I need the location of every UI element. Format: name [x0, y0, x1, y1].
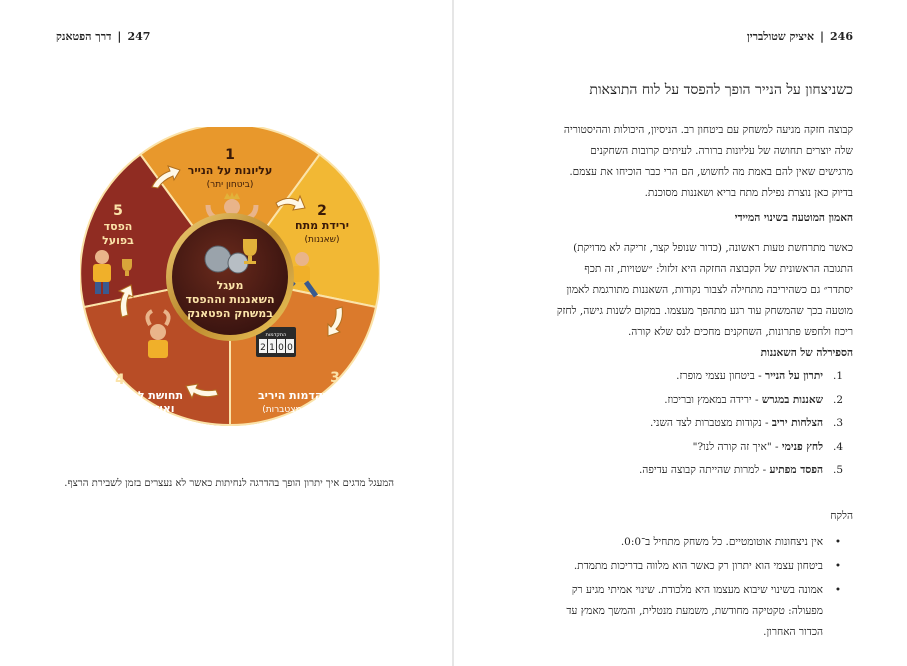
scoreboard-digit: 0: [287, 343, 293, 353]
item-term: הפסד מפתיע: [769, 464, 823, 476]
item-term: שאננות במגרש: [761, 393, 823, 406]
running-head-left: 247 | דרך הפטאנק: [56, 30, 150, 43]
segment-3-title: התקדמות היריב: [258, 389, 338, 402]
lesson-text: אין ניצחונות אוטומטיים. כל משחק מתחיל ב־…: [620, 536, 823, 548]
segment-3-number: 3: [330, 370, 340, 386]
arrow-icon: [275, 194, 306, 211]
player-stressed-icon: [145, 309, 171, 358]
segment-5-title: הפסד: [104, 220, 133, 233]
author-name: איציק שטולברין: [746, 30, 815, 43]
center-title-line-2: השאננות וההפסד: [185, 293, 274, 306]
segment-3-subtitle: (נקודות מצטברות): [262, 405, 334, 415]
section-heading: האמון המוטעה בשינוי המיידי: [734, 212, 853, 224]
item-number: 3.: [832, 417, 844, 429]
arrow-icon: [327, 306, 343, 337]
scoreboard-label: התקדמות: [266, 332, 287, 338]
segment-1-subtitle: (ביטחון יתר): [207, 180, 254, 190]
bullet-icon: •: [834, 584, 842, 596]
list-item: 2. שאננות במגרש - ירידה במאמץ ובריכוז.: [553, 394, 853, 418]
center-disc: [172, 219, 288, 335]
list-item: 1. יתרון על הנייר - ביטחון עצמי מופרז.: [553, 370, 853, 394]
segment-1-number: 1: [225, 147, 235, 163]
scoreboard-digit: 1: [269, 343, 275, 353]
segment-1-label: 1 עליונות על הנייר (ביטחון יתר): [188, 147, 273, 190]
figure-caption: המעגל מדגים איך יתרון הופך בהדרגה לנחיתו…: [64, 478, 394, 489]
intro-paragraph: קבוצה חזקה מגיעה למשחק עם ביטחון רב. הני…: [563, 124, 853, 199]
center-title-line-1: מעגל: [217, 279, 244, 292]
segment-4-title: תחושת לחץ: [123, 389, 183, 402]
list-item: 3. הצלחות יריב - נקודות מצטברות לצד השני.: [553, 417, 853, 441]
list-item: • אמונה בשינוי שיבוא מעצמו היא מלכודת. שי…: [553, 580, 853, 643]
left-page: 247 | דרך הפטאנק 1 עליונות על הנייר (ביטחו…: [0, 0, 453, 666]
lesson-heading: הלקח: [830, 510, 853, 522]
segment-5-subtitle: בפועל: [102, 234, 134, 247]
separator: |: [820, 30, 825, 43]
section-heading: הספירלה של השאננות: [760, 347, 853, 359]
running-head-right: 246 | איציק שטולברין: [747, 30, 853, 43]
bullet-icon: •: [834, 536, 842, 548]
list-item: • אין ניצחונות אוטומטיים. כל משחק מתחיל ב…: [553, 532, 853, 553]
item-term: יתרון על הנייר: [765, 370, 823, 382]
section-paragraph: כאשר מתרחשת טעות ראשונה, (כדור שנופל קצר…: [556, 242, 853, 338]
page-number: 247: [127, 30, 151, 43]
scoreboard-icon: התקדמות 2 1 0 0: [256, 327, 296, 357]
segment-5-number: 5: [113, 203, 123, 219]
trophy-icon: [243, 239, 257, 264]
item-description: - ירידה במאמץ ובריכוז.: [664, 393, 762, 406]
arrow-icon: [185, 383, 219, 400]
chapter-title: כשניצחון על הנייר הופך להפסד על לוח התוצ…: [589, 82, 853, 98]
separator: |: [117, 30, 122, 43]
scoreboard-digit: 2: [260, 343, 266, 353]
arrow-icon: [151, 165, 181, 189]
item-term: לחץ פנימי: [781, 440, 823, 453]
center-title-line-3: במשחק הפטאנק: [187, 307, 273, 320]
lesson-text: אמונה בשינוי שיבוא מעצמו היא מלכודת. שינ…: [566, 584, 823, 638]
segment-2-number: 2: [317, 203, 327, 219]
segment-5-label: 5 הפסד בפועל: [102, 203, 134, 247]
spiral-list: 1. יתרון על הנייר - ביטחון עצמי מופרז. 2.…: [553, 370, 853, 488]
item-number: 4.: [832, 440, 844, 453]
lesson-text: ביטחון עצמי הוא יתרון רק כאשר הוא מלווה …: [573, 560, 823, 572]
list-item: 4. לחץ פנימי - "איך זה קורה לנו?": [553, 441, 853, 465]
list-item: • ביטחון עצמי הוא יתרון רק כאשר הוא מלווה…: [553, 556, 853, 577]
item-description: - למרות שהייתה קבוצה עדיפה.: [638, 464, 770, 476]
segment-2-title: ירידת מתח: [295, 219, 349, 232]
segment-1-title: עליונות על הנייר: [188, 164, 273, 177]
book-title: דרך הפטאנק: [56, 30, 112, 43]
item-number: 5.: [832, 464, 844, 476]
right-page: 246 | איציק שטולברין כשניצחון על הנייר הופ…: [454, 0, 907, 666]
segment-2-label: 2 ירידת מתח (שאננות): [295, 203, 349, 245]
book-gutter: [452, 0, 454, 666]
segment-4-subtitle: ואי־אמון: [131, 402, 174, 415]
item-description: - נקודות מצטברות לצד השני.: [649, 417, 772, 429]
arrow-icon: [117, 284, 134, 318]
player-losing-icon: [93, 250, 132, 294]
item-description: - ביטחון עצמי מופרז.: [676, 370, 766, 382]
segment-3-label: 3 התקדמות היריב (נקודות מצטברות): [258, 370, 340, 415]
cycle-arrows: [117, 165, 343, 400]
item-number: 1.: [832, 370, 844, 382]
item-description: - "איך זה קורה לנו?": [692, 440, 782, 453]
center-title: מעגל השאננות וההפסד במשחק הפטאנק: [185, 279, 274, 320]
complacency-wheel: 1 עליונות על הנייר (ביטחון יתר) 2 ירידת …: [80, 127, 380, 427]
bullet-icon: •: [834, 560, 842, 572]
page-number: 246: [830, 30, 853, 43]
item-number: 2.: [832, 393, 844, 406]
segment-2-subtitle: (שאננות): [305, 235, 340, 245]
segment-4-number: 4: [115, 372, 125, 388]
scoreboard-digit: 0: [278, 343, 284, 353]
item-term: הצלחות יריב: [771, 417, 823, 429]
list-item: 5. הפסד מפתיע - למרות שהייתה קבוצה עדיפה.: [553, 464, 853, 488]
lesson-list: • אין ניצחונות אוטומטיים. כל משחק מתחיל ב…: [553, 532, 853, 646]
segment-4-label: 4 תחושת לחץ ואי־אמון: [115, 372, 183, 415]
boules-icon: [204, 245, 249, 274]
